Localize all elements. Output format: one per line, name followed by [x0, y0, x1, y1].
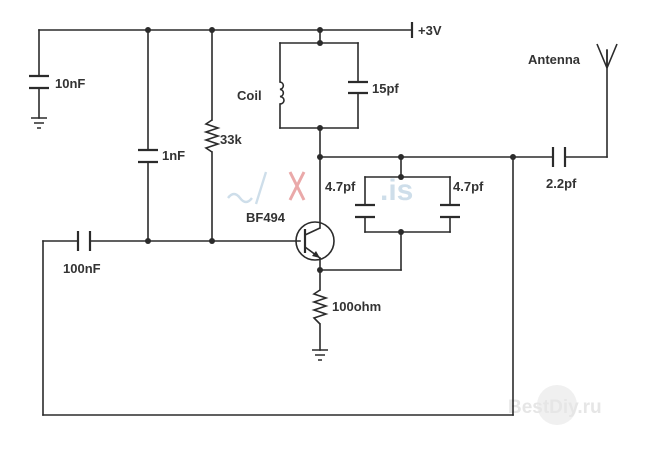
capacitor-1nf-label: 1nF: [162, 148, 185, 163]
ground-icon: [31, 117, 47, 129]
junction-dot: [510, 154, 516, 160]
watermark-x-icon: [288, 171, 306, 201]
junction-dot: [317, 27, 323, 33]
capacitor-4-7pf-left-label: 4.7pf: [325, 179, 356, 194]
resistor-33k-label: 33k: [220, 132, 242, 147]
junction-dot: [398, 154, 404, 160]
capacitor-4-7pf-right-label: 4.7pf: [453, 179, 484, 194]
watermark-tools-icon: [537, 385, 577, 425]
junction-dot: [398, 174, 404, 180]
junction-dot: [317, 125, 323, 131]
antenna-label: Antenna: [528, 52, 581, 67]
resistor-100ohm-label: 100ohm: [332, 299, 381, 314]
junction-dot: [317, 267, 323, 273]
junction-dot: [145, 27, 151, 33]
center-watermark: .is: [227, 171, 413, 207]
resistor-100ohm-symbol: [311, 289, 329, 325]
corner-watermark-text: BestDiy.ru: [508, 397, 602, 418]
coil-symbol: [279, 81, 285, 105]
junction-dot: [317, 40, 323, 46]
capacitor-1nf-symbol: [138, 148, 158, 164]
transistor-label: BF494: [246, 210, 286, 225]
capacitor-15pf-label: 15pf: [372, 81, 399, 96]
transistor-bf494-symbol: [295, 221, 335, 261]
capacitor-4-7pf-right-symbol: [440, 203, 460, 219]
junction-dot: [145, 238, 151, 244]
capacitor-2-2pf-symbol: [551, 147, 567, 167]
wires: [38, 29, 608, 416]
junction-dots: [145, 27, 516, 273]
corner-watermark: BestDiy.ru: [508, 385, 602, 425]
antenna-icon: [596, 43, 618, 69]
coil-label: Coil: [237, 88, 262, 103]
watermark-slash-icon: [254, 171, 268, 205]
capacitor-2-2pf-label: 2.2pf: [546, 176, 577, 191]
capacitor-15pf-symbol: [348, 80, 368, 95]
capacitor-10nf-symbol: [29, 74, 49, 90]
capacitor-10nf-label: 10nF: [55, 76, 85, 91]
resistor-33k-symbol: [203, 119, 221, 153]
ground-icon: [312, 349, 328, 361]
capacitor-100nf-label: 100nF: [63, 261, 101, 276]
watermark-text: .is: [380, 174, 413, 207]
junction-dot: [209, 27, 215, 33]
junction-dot: [317, 154, 323, 160]
watermark-wave-icon: [227, 192, 253, 204]
capacitor-4-7pf-left-symbol: [355, 203, 375, 219]
capacitor-100nf-symbol: [76, 231, 92, 251]
junction-dot: [209, 238, 215, 244]
junction-dot: [398, 229, 404, 235]
supply-label: +3V: [418, 23, 442, 38]
